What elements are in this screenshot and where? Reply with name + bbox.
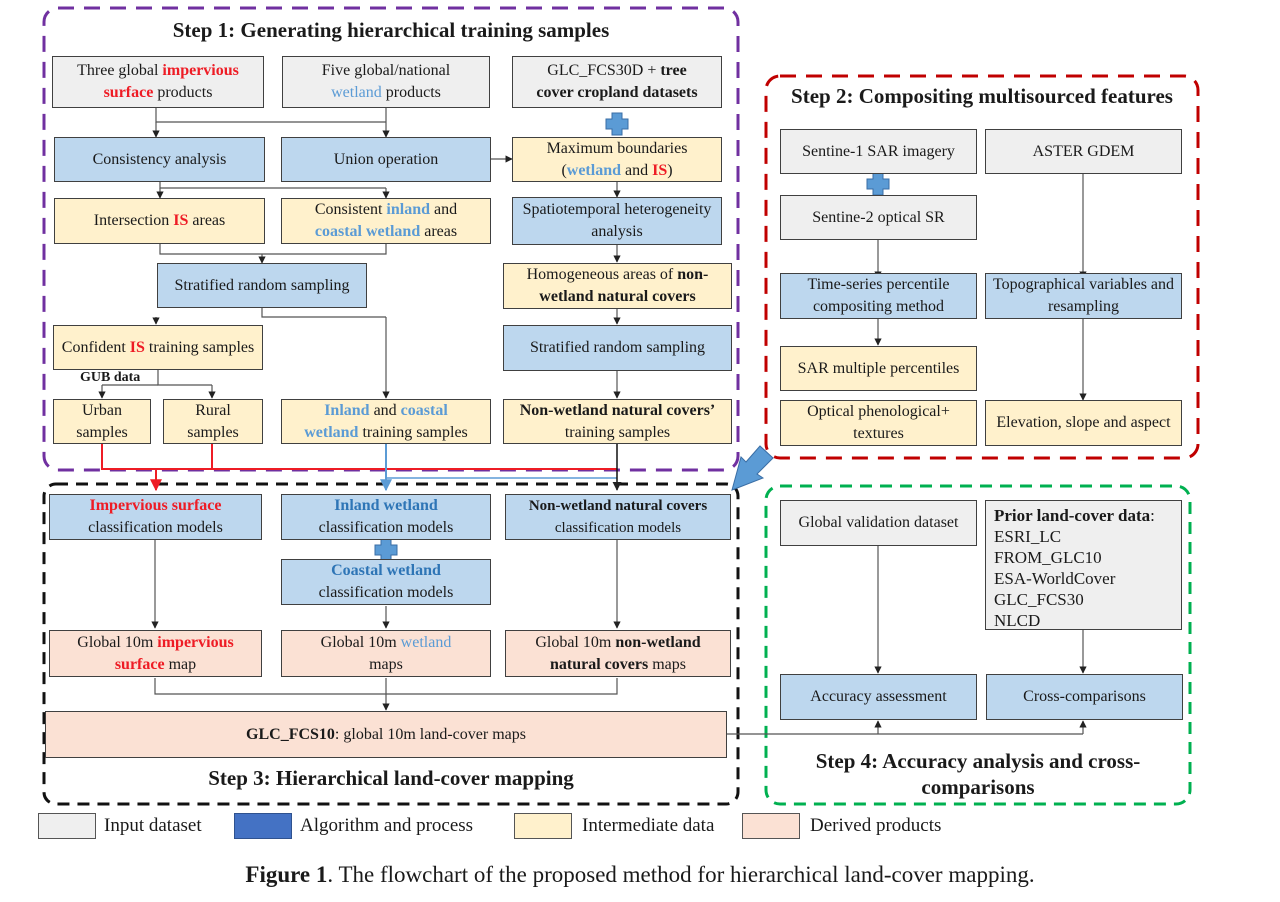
sar-percentiles-box: SAR multiple percentiles [780, 346, 977, 391]
step2-frame [764, 74, 1200, 460]
step2-title: Step 2: Compositing multisourced feature… [791, 84, 1173, 108]
legend-label-derived: Derived products [810, 815, 942, 836]
legend-label-algorithm: Algorithm and process [300, 815, 474, 836]
optical-phenological-box: Optical phenological+ textures [780, 400, 977, 446]
step2-to-step3-arrow-icon [731, 445, 774, 491]
rural-samples-box: Rural samples [163, 399, 263, 444]
plus-icon [866, 172, 890, 196]
plus-icon [374, 538, 398, 562]
prior-item: ESA-WorldCover [994, 569, 1116, 588]
step3-frame [42, 482, 740, 806]
global-validation-box: Global validation dataset [780, 500, 977, 546]
spatiotemporal-analysis-box: Spatiotemporal heterogeneity analysis [512, 197, 722, 245]
gub-data-label: GUB data [80, 370, 141, 385]
step1-title: Step 1: Generating hierarchical training… [172, 18, 610, 42]
topographical-variables-box: Topographical variables and resampling [985, 273, 1182, 319]
step4-title-line1: Step 4: Accuracy analysis and cross- [815, 749, 1141, 773]
legend-swatch-algorithm [234, 813, 292, 839]
figure-caption: Figure 1. The flowchart of the proposed … [245, 862, 1035, 887]
legend-label-intermediate: Intermediate data [582, 815, 715, 836]
maximum-boundaries-box: Maximum boundaries(wetland and IS) [512, 137, 722, 182]
urban-samples-box: Urban samples [53, 399, 151, 444]
prior-item: NLCD [994, 611, 1041, 630]
sentinel1-sar-box: Sentine-1 SAR imagery [780, 129, 977, 174]
nonwetland-training-samples-box: Non-wetland natural covers’training samp… [503, 399, 732, 444]
consistency-analysis-box: Consistency analysis [54, 137, 265, 182]
union-operation-box: Union operation [281, 137, 491, 182]
step4-title-line2: comparisons [921, 775, 1035, 799]
prior-landcover-box: Prior land-cover data: ESRI_LC FROM_GLC1… [985, 500, 1182, 630]
intersection-is-box: Intersection IS areas [54, 198, 265, 244]
prior-item: GLC_FCS30 [994, 590, 1084, 609]
stratified-sampling-box-1: Stratified random sampling [157, 263, 367, 308]
sentinel2-optical-box: Sentine-2 optical SR [780, 195, 977, 240]
stratified-sampling-box-2: Stratified random sampling [503, 325, 732, 371]
legend-swatch-input [38, 813, 96, 839]
homogeneous-areas-box: Homogeneous areas of non-wetland natural… [503, 263, 732, 309]
prior-item: ESRI_LC [994, 527, 1062, 546]
step4-title: Step 4: Accuracy analysis and cross- com… [766, 748, 1190, 800]
legend-swatch-derived [742, 813, 800, 839]
confident-is-samples-box: Confident IS training samples [53, 325, 263, 370]
timeseries-compositing-box: Time-series percentile compositing metho… [780, 273, 977, 319]
aster-gdem-box: ASTER GDEM [985, 129, 1182, 174]
legend-swatch-intermediate [514, 813, 572, 839]
step4-frame [764, 484, 1192, 806]
legend-label-input: Input dataset [104, 815, 202, 836]
cross-comparisons-box: Cross-comparisons [986, 674, 1183, 720]
glc-fcs10-box: GLC_FCS10: global 10m land-cover maps [45, 711, 727, 758]
accuracy-assessment-box: Accuracy assessment [780, 674, 977, 720]
elevation-slope-aspect-box: Elevation, slope and aspect [985, 400, 1182, 446]
plus-icon [605, 112, 629, 136]
step3-title: Step 3: Hierarchical land-cover mapping [208, 766, 574, 790]
prior-item: FROM_GLC10 [994, 548, 1102, 567]
